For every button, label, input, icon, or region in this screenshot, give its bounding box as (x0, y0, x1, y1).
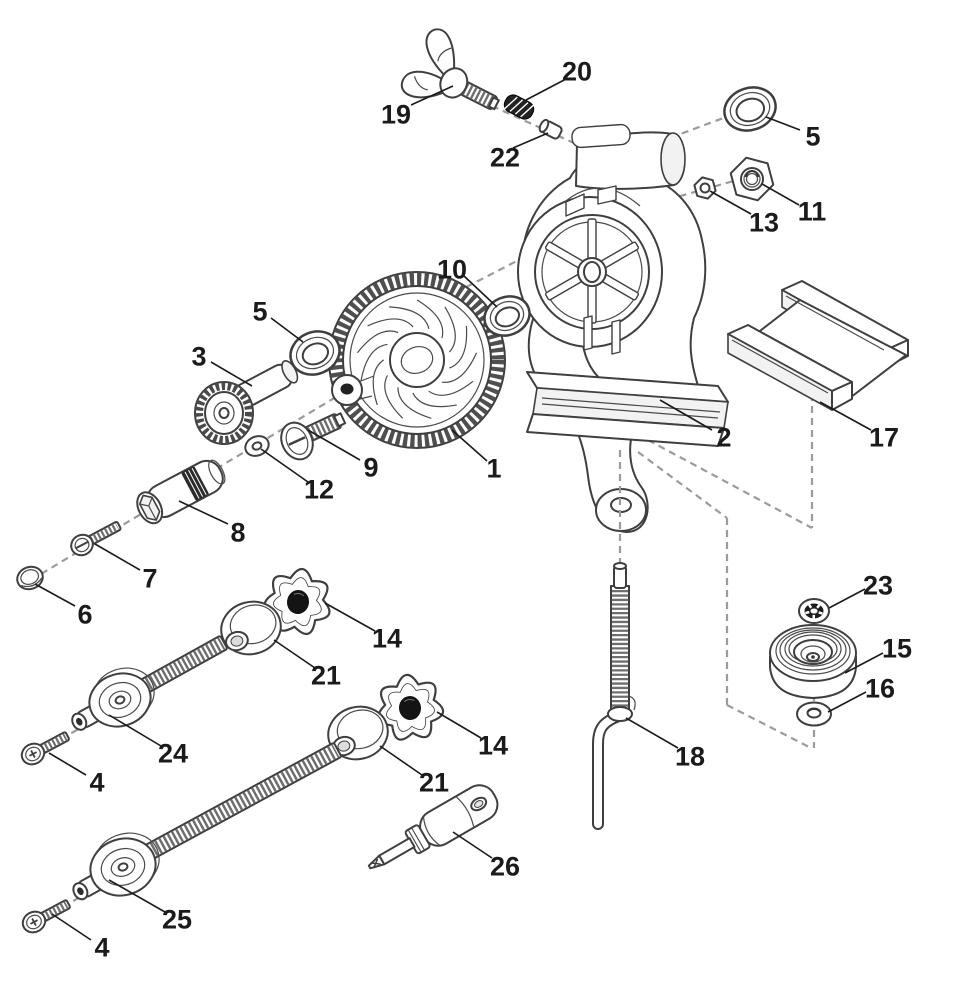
callout-leader-bushing-upper (765, 116, 801, 131)
part-spacer-pin (538, 118, 563, 140)
callout-leader-clamp-screw-long (108, 879, 166, 913)
callout-leader-housing (659, 399, 713, 431)
gear-spokes (356, 299, 478, 419)
callout-leader-clamp-pad-lower (379, 745, 423, 776)
callout-leader-pan-screw-lower (51, 913, 92, 941)
callout-leader-clamp-screw-short (108, 714, 162, 747)
part-slide-bracket (727, 280, 909, 411)
part-clamp-screw-long (72, 742, 342, 901)
callout-number-slotted-screw: 7 (142, 563, 157, 593)
callout-leader-slide-bracket (819, 401, 872, 431)
part-slotted-screw (70, 521, 122, 557)
part-star-knob-lower (377, 673, 445, 741)
callout-leader-star-knob-lower (436, 711, 482, 739)
callout-number-star-knob-lower: 14 (478, 730, 508, 760)
callout-number-washer-flat: 16 (865, 673, 895, 703)
part-wing-bolt (400, 28, 500, 111)
callout-number-crank-rod: 18 (675, 741, 705, 771)
callout-number-clamp-pad-upper: 21 (311, 660, 341, 690)
callout-number-pan-screw-upper: 4 (89, 767, 104, 797)
part-pan-screw-lower (21, 899, 71, 934)
callout-leader-bushing-left (270, 317, 304, 343)
callout-leader-knurled-spring-pin (525, 78, 567, 101)
callout-number-bearing-cup: 15 (882, 633, 912, 663)
callout-number-hex-nut: 11 (798, 196, 827, 226)
callout-number-screwdriver: 26 (490, 851, 520, 881)
part-washer-small (244, 435, 270, 457)
part-clamp-pad-upper (220, 600, 282, 656)
callout-number-star-knob-upper: 14 (372, 623, 402, 653)
part-washer-flat (796, 701, 832, 727)
callout-number-washer-small: 12 (304, 474, 334, 504)
callout-leader-crank-rod (625, 717, 679, 749)
callout-leader-screwdriver (452, 831, 493, 859)
part-knurled-spring-pin (503, 94, 535, 120)
part-cap-screw (16, 565, 44, 591)
callout-leader-shoulder-bolt (307, 429, 361, 461)
callout-leader-cap-screw (34, 583, 76, 607)
callout-number-wing-bolt: 19 (381, 99, 411, 129)
part-crank-rod (592, 562, 636, 830)
callout-number-main-gear: 1 (486, 453, 501, 483)
callout-number-pan-screw-lower: 4 (94, 932, 109, 962)
part-pan-screw-upper (20, 731, 70, 766)
callout-leader-slotted-screw (94, 543, 141, 571)
part-shoulder-bolt (280, 412, 347, 461)
part-handle-coupler (136, 459, 226, 525)
part-clamp-screw-short (71, 635, 228, 731)
part-bushing-upper (723, 86, 777, 132)
callout-leader-washer-flat (827, 691, 867, 713)
callout-leader-handle-coupler (178, 500, 229, 525)
callout-number-clamp-screw-long: 25 (162, 904, 192, 934)
callout-leader-wing-bolt (410, 85, 454, 106)
part-screwdriver (367, 784, 499, 870)
part-hex-nut (729, 156, 775, 202)
callout-number-shoulder-bolt: 9 (363, 452, 378, 482)
part-lock-washer (798, 598, 830, 624)
callout-number-small-nut: 13 (749, 207, 779, 237)
part-pinion-gear (194, 360, 299, 445)
callout-leader-pinion-gear (210, 361, 253, 387)
part-main-gear (328, 271, 506, 449)
part-star-knob-upper (263, 567, 331, 635)
callout-leader-pan-screw-upper (48, 752, 87, 776)
part-bearing-cup (769, 624, 857, 699)
part-small-nut (693, 176, 717, 200)
housing-wheel-spokes (544, 218, 640, 324)
callout-leader-small-nut (709, 190, 752, 215)
callout-leader-washer-small (260, 448, 309, 483)
callout-number-pinion-gear: 3 (191, 341, 206, 371)
callout-number-clamp-screw-short: 24 (158, 738, 188, 768)
callout-leader-star-knob-upper (324, 602, 376, 632)
part-bushing-right (483, 295, 531, 337)
callout-number-slide-bracket: 17 (869, 422, 899, 452)
callout-leader-hex-nut (761, 183, 800, 206)
callout-number-spacer-pin: 22 (490, 142, 520, 172)
callout-number-bushing-upper: 5 (805, 121, 820, 151)
callout-number-bushing-left: 5 (252, 296, 267, 326)
callout-number-handle-coupler: 8 (230, 517, 245, 547)
callout-number-knurled-spring-pin: 20 (562, 56, 592, 86)
callout-number-clamp-pad-lower: 21 (419, 767, 449, 797)
callout-leader-spacer-pin (512, 132, 549, 149)
callout-number-lock-washer: 23 (863, 570, 893, 600)
callout-number-housing: 2 (716, 422, 731, 452)
callout-leader-lock-washer (828, 588, 866, 609)
callout-number-bushing-right: 10 (437, 254, 467, 284)
callout-number-cap-screw: 6 (77, 599, 92, 629)
part-housing-body (517, 123, 729, 533)
callout-leader-main-gear (451, 429, 488, 462)
callout-leader-bearing-cup (844, 652, 884, 674)
callout-leader-bushing-right (463, 275, 498, 308)
callout-leader-clamp-pad-upper (273, 639, 316, 669)
